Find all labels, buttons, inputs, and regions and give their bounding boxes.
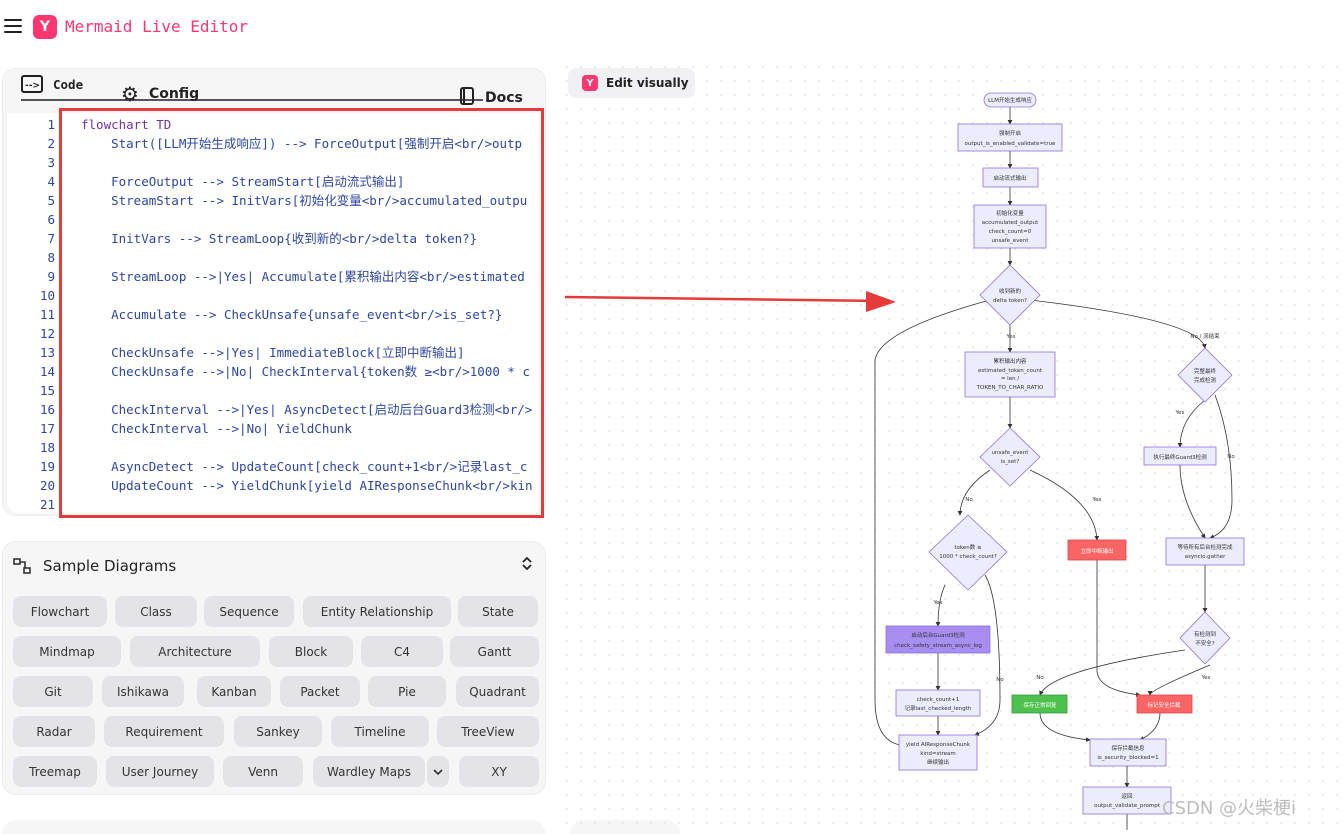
- line-number: 5: [47, 193, 55, 208]
- line-number: 15: [39, 383, 55, 398]
- code-line[interactable]: [81, 324, 543, 343]
- sample-chip[interactable]: Class: [115, 596, 197, 627]
- wardley-dropdown-chevron-icon[interactable]: [427, 756, 449, 787]
- line-number: 10: [39, 288, 55, 303]
- code-line[interactable]: [81, 438, 543, 457]
- code-line[interactable]: CheckUnsafe -->|No| CheckInterval{token数…: [81, 364, 530, 379]
- edit-visually-button[interactable]: Y Edit visually: [568, 68, 695, 98]
- book-icon: [459, 87, 475, 109]
- csdn-watermark: CSDN @火柴梗i: [1162, 798, 1297, 819]
- line-number: 8: [47, 250, 55, 265]
- code-line[interactable]: StreamStart --> InitVars[初始化变量<br/>accum…: [81, 193, 528, 208]
- docs-label: Docs: [485, 90, 523, 106]
- sample-chip[interactable]: Block: [269, 636, 353, 667]
- tab-code[interactable]: --> Code: [21, 71, 483, 101]
- code-line[interactable]: [81, 286, 543, 305]
- sample-chip[interactable]: Sequence: [204, 596, 294, 627]
- sample-chip[interactable]: Git: [13, 676, 93, 707]
- code-line[interactable]: CheckUnsafe -->|Yes| ImmediateBlock[立即中断…: [81, 345, 465, 360]
- code-line[interactable]: Accumulate --> CheckUnsafe{unsafe_event<…: [81, 307, 503, 322]
- mermaid-logo: Y: [33, 15, 57, 39]
- line-number: 20: [39, 478, 55, 493]
- sample-chip[interactable]: User Journey: [106, 756, 214, 787]
- line-number: 13: [39, 345, 55, 360]
- sample-chip[interactable]: Radar: [13, 716, 95, 747]
- code-line[interactable]: StreamLoop -->|Yes| Accumulate[累积输出内容<br…: [81, 269, 525, 284]
- code-line[interactable]: [81, 495, 543, 514]
- top-bar: Y Mermaid Live Editor: [0, 0, 560, 56]
- code-line[interactable]: CheckInterval -->|Yes| AsyncDetect[启动后台G…: [81, 402, 533, 417]
- code-line[interactable]: [81, 248, 543, 267]
- sample-chip[interactable]: C4: [361, 636, 443, 667]
- tab-code-label: Code: [53, 76, 84, 92]
- gear-icon: ⚙: [121, 82, 139, 106]
- sample-chip[interactable]: XY: [459, 756, 539, 787]
- sample-chip[interactable]: Packet: [280, 676, 360, 707]
- line-number: 3: [47, 155, 55, 170]
- line-number: 18: [39, 440, 55, 455]
- code-line[interactable]: CheckInterval -->|No| YieldChunk: [81, 421, 352, 436]
- edit-visually-label: Edit visually: [606, 76, 689, 90]
- tab-config[interactable]: ⚙ Config: [121, 79, 199, 109]
- sample-chip[interactable]: Wardley Maps: [313, 756, 425, 787]
- sample-chip[interactable]: Mindmap: [13, 636, 121, 667]
- sample-chip[interactable]: State: [458, 596, 538, 627]
- diagram-icon: [13, 558, 31, 574]
- sample-chip[interactable]: Requirement: [104, 716, 224, 747]
- sample-chip[interactable]: Kanban: [197, 676, 271, 707]
- line-number: 9: [47, 269, 55, 284]
- line-number: 7: [47, 231, 55, 246]
- sample-chip[interactable]: Gantt: [450, 636, 539, 667]
- code-line[interactable]: Start([LLM开始生成响应]) --> ForceOutput[强制开启<…: [81, 136, 523, 151]
- sample-chip[interactable]: Treemap: [13, 756, 97, 787]
- code-line[interactable]: [81, 153, 543, 172]
- code-line[interactable]: AsyncDetect --> UpdateCount[check_count+…: [81, 459, 528, 474]
- docs-link[interactable]: Docs: [459, 83, 523, 113]
- sample-diagrams-title: Sample Diagrams: [43, 557, 177, 575]
- line-number: 1: [47, 117, 55, 132]
- hamburger-menu-icon[interactable]: [4, 19, 22, 33]
- diagram-preview[interactable]: [560, 60, 1343, 830]
- sample-chip[interactable]: Venn: [223, 756, 303, 787]
- sample-chip[interactable]: Pie: [368, 676, 446, 707]
- line-number: 2: [47, 136, 55, 151]
- code-line[interactable]: flowchart TD: [81, 117, 172, 132]
- collapse-chevron-icon[interactable]: [521, 556, 533, 574]
- code-line[interactable]: [81, 210, 543, 229]
- code-text[interactable]: flowchart TD Start([LLM开始生成响应]) --> Forc…: [81, 115, 543, 514]
- code-line[interactable]: ForceOutput --> StreamStart[启动流式输出]: [81, 174, 405, 189]
- sample-chip[interactable]: Flowchart: [13, 596, 107, 627]
- line-number: 11: [39, 307, 55, 322]
- sample-chip[interactable]: Architecture: [130, 636, 260, 667]
- line-number: 4: [47, 174, 55, 189]
- sample-chip[interactable]: TreeView: [437, 716, 539, 747]
- line-number: 16: [39, 402, 55, 417]
- code-icon: -->: [21, 75, 43, 93]
- sample-chip[interactable]: Timeline: [331, 716, 429, 747]
- editor-tabs: --> Code ⚙ Config Docs: [3, 69, 547, 113]
- line-number: 14: [39, 364, 55, 379]
- code-line[interactable]: [81, 381, 543, 400]
- bottom-panel-edge: [2, 820, 546, 834]
- sample-chip[interactable]: Quadrant: [456, 676, 539, 707]
- line-number: 6: [47, 212, 55, 227]
- svg-text:-->: -->: [25, 81, 40, 91]
- line-number: 17: [39, 421, 55, 436]
- sample-chip[interactable]: Entity Relationship: [303, 596, 451, 627]
- mermaid-small-logo-icon: Y: [582, 75, 598, 91]
- app-title: Mermaid Live Editor: [65, 17, 249, 36]
- code-line[interactable]: UpdateCount --> YieldChunk[yield AIRespo…: [81, 478, 533, 493]
- line-number: 19: [39, 459, 55, 474]
- line-number: 21: [39, 497, 55, 512]
- sample-chip[interactable]: Sankey: [234, 716, 322, 747]
- sample-diagrams-header[interactable]: Sample Diagrams: [13, 554, 533, 578]
- sample-chip[interactable]: Ishikawa: [102, 676, 184, 707]
- code-line[interactable]: InitVars --> StreamLoop{收到新的<br/>delta t…: [81, 231, 478, 246]
- tab-config-label: Config: [148, 86, 200, 102]
- line-number: 12: [39, 326, 55, 341]
